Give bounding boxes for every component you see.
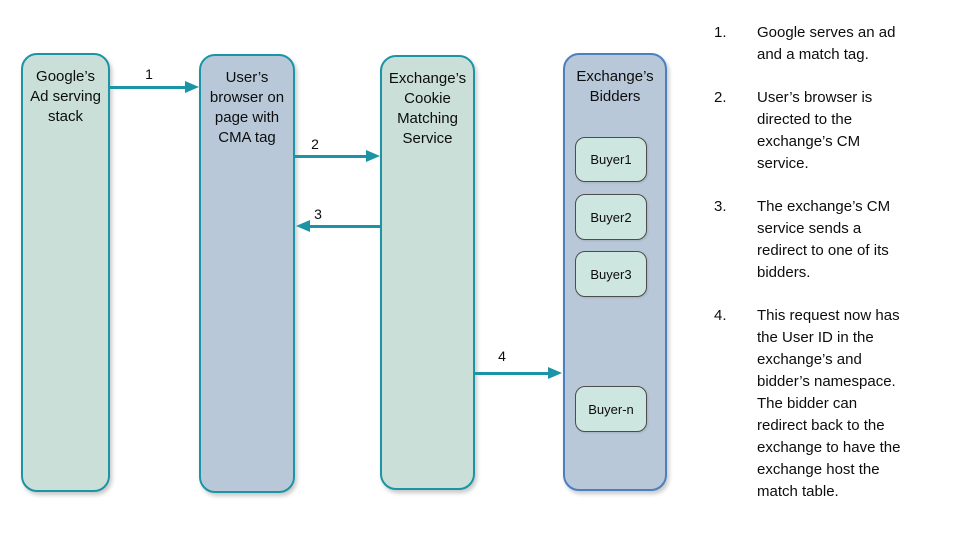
step-text: The exchange’s CM service sends a redire… — [757, 198, 891, 281]
step-number: 4. — [714, 307, 727, 324]
arrow-head-icon — [296, 220, 310, 232]
step-text: Google serves an ad and a match tag. — [757, 24, 896, 63]
arrow-4-icon — [473, 367, 562, 380]
steps-list: 1. Google serves an ad and a match tag. … — [714, 22, 942, 524]
node-google-ad-serving-stack: Google’s Ad serving stack — [21, 53, 110, 492]
arrow-3-icon — [296, 220, 380, 233]
buyer-n-box: Buyer-n — [575, 386, 647, 432]
arrow-1-icon — [110, 81, 199, 94]
list-item: 3. The exchange’s CM service sends a red… — [714, 196, 942, 284]
buyer-label: Buyer1 — [590, 152, 632, 167]
arrow-3-label: 3 — [314, 206, 322, 222]
node-label: Google’s Ad serving stack — [30, 68, 101, 125]
node-user-browser: User’s browser on page with CMA tag — [199, 54, 295, 493]
buyer-label: Buyer2 — [590, 209, 632, 225]
step-number: 3. — [714, 198, 727, 215]
node-exchange-bidders: Exchange’s Bidders Buyer1 Buyer2 Buyer3 … — [563, 53, 667, 491]
step-text: User’s browser is directed to the exchan… — [757, 89, 873, 172]
node-label: User’s browser on page with CMA tag — [209, 69, 285, 146]
buyer-1-box: Buyer1 — [575, 137, 647, 182]
step-number: 2. — [714, 89, 727, 106]
arrow-4-label: 4 — [498, 348, 506, 364]
arrow-2-icon — [295, 150, 380, 163]
arrow-1-label: 1 — [145, 66, 153, 82]
step-text: This request now has the User ID in the … — [757, 307, 901, 500]
arrow-shaft — [473, 372, 550, 375]
step-number: 1. — [714, 24, 727, 41]
list-item: 1. Google serves an ad and a match tag. — [714, 22, 942, 66]
buyer-3-box: Buyer3 — [575, 251, 647, 297]
node-label: Exchange’s Cookie Matching Service — [388, 70, 467, 147]
arrow-shaft — [110, 86, 187, 89]
list-item: 4. This request now has the User ID in t… — [714, 305, 942, 503]
arrow-head-icon — [548, 367, 562, 379]
buyer-label: Buyer-n — [588, 401, 634, 417]
arrow-head-icon — [366, 150, 380, 162]
list-item: 2. User’s browser is directed to the exc… — [714, 87, 942, 175]
buyer-label: Buyer3 — [590, 266, 632, 282]
arrow-head-icon — [185, 81, 199, 93]
node-label: Exchange’s Bidders — [576, 68, 654, 105]
arrow-shaft — [308, 225, 380, 228]
arrow-shaft — [295, 155, 368, 158]
buyer-2-box: Buyer2 — [575, 194, 647, 240]
node-cookie-matching-service: Exchange’s Cookie Matching Service — [380, 55, 475, 490]
arrow-2-label: 2 — [311, 136, 319, 152]
